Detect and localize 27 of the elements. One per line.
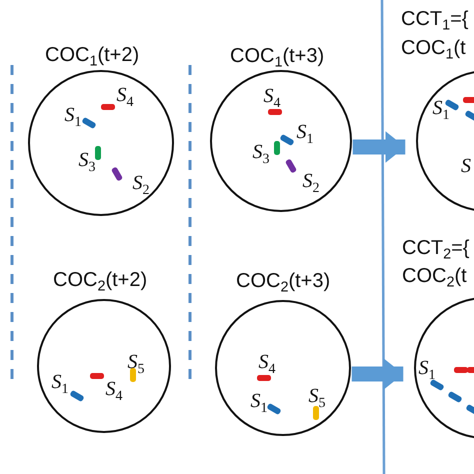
vehicle-label: S$_{2}$ xyxy=(132,173,150,193)
vehicle-label: S$_{1}$ xyxy=(418,358,436,378)
cluster-heading: CCT$_{1}$={ xyxy=(401,9,468,29)
vehicle-label: S$_{1}$ xyxy=(432,98,450,118)
vehicle-label: S$_{1}$ xyxy=(52,372,68,392)
vehicle-label: S$_{4}$ xyxy=(116,85,134,105)
cluster-heading: COC$_{1}$(t+3) xyxy=(230,46,324,66)
vehicle-label: S$_{1}$ xyxy=(250,391,268,411)
cluster-heading: COC$_{1}$(t xyxy=(401,38,466,58)
vehicle-label: S$_{4}$ xyxy=(258,352,276,372)
vehicle-label: S$_{2}$ xyxy=(302,171,320,191)
vehicle-label: S xyxy=(461,156,471,176)
vehicle-label: S$_{3}$ xyxy=(252,142,270,162)
vehicle-label: S$_{5}$ xyxy=(308,386,326,406)
vehicle-label: S$_{4}$ xyxy=(106,379,122,399)
arrow xyxy=(352,358,404,390)
vehicle-label: S$_{5}$ xyxy=(128,352,144,372)
cluster-heading: COC$_{2}$(t+3) xyxy=(236,271,330,291)
vehicle-label: S$_{4}$ xyxy=(264,86,280,106)
cluster-heading: CCT$_{2}$={ xyxy=(402,238,470,258)
vehicle-label: S$_{1}$ xyxy=(296,122,314,142)
vehicle-label: S$_{3}$ xyxy=(78,150,96,170)
arrow xyxy=(352,131,406,163)
vehicle-label: S$_{1}$ xyxy=(64,105,82,125)
cluster-heading: COC$_{2}$(t+2) xyxy=(53,270,148,290)
cluster-heading: COC$_{2}$(t xyxy=(402,266,467,286)
cluster-heading: COC$_{1}$(t+2) xyxy=(45,45,140,65)
